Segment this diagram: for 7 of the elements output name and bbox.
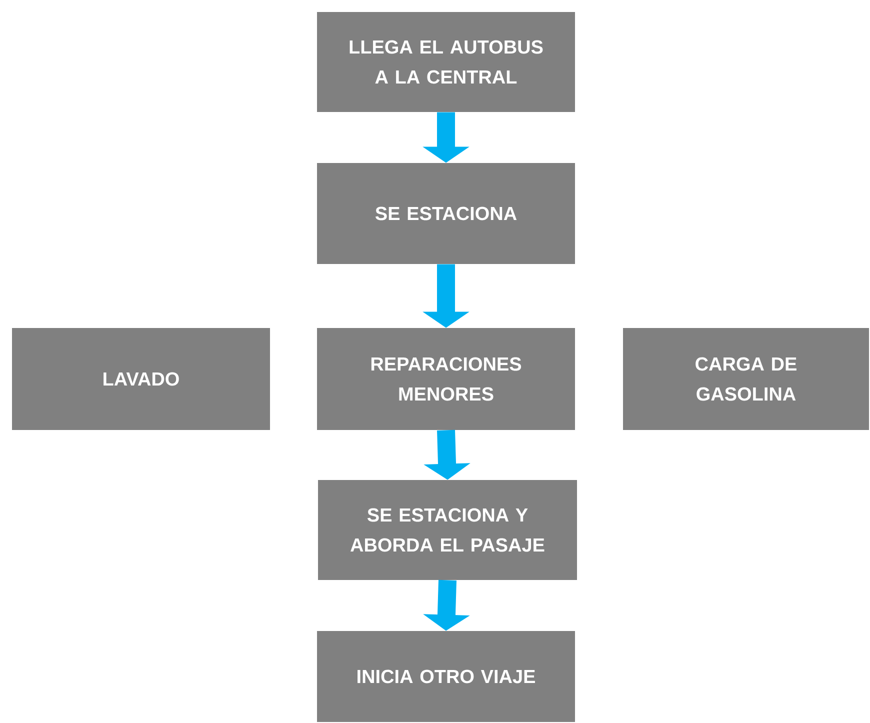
- process-box: INICIA OTRO VIAJE: [317, 631, 575, 722]
- process-box: SE ESTACIONA: [317, 163, 575, 264]
- process-box: LAVADO: [12, 328, 270, 430]
- process-box: REPARACIONES MENORES: [317, 328, 575, 430]
- process-box: CARGA DE GASOLINA: [623, 328, 869, 430]
- process-box: LLEGA EL AUTOBUS A LA CENTRAL: [317, 12, 575, 112]
- process-box: SE ESTACIONA Y ABORDA EL PASAJE: [318, 480, 577, 580]
